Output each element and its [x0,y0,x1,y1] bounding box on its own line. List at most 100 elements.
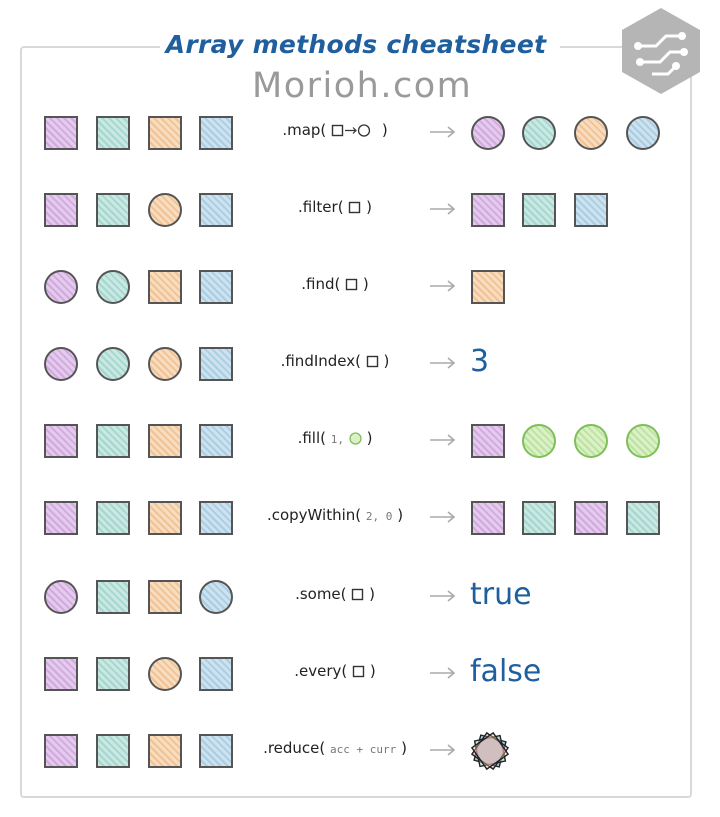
method-close-paren: ) [401,739,407,757]
result-value: true [470,577,532,612]
method-name: .some( [295,585,347,603]
input-circle-icon [148,193,182,227]
input-square-icon [96,657,130,691]
result-square-icon [471,193,505,227]
input-square-icon [96,580,130,614]
input-square-icon [199,193,233,227]
method-label: .find( ) [240,275,430,293]
square-icon [366,355,378,368]
input-circle-icon [44,270,78,304]
method-label: .filter( ) [240,198,430,216]
method-close-paren: ) [369,662,376,680]
method-label: .some( ) [240,585,430,603]
input-circle-icon [148,657,182,691]
result-square-icon [574,501,608,535]
input-square-icon [199,270,233,304]
input-square-icon [44,657,78,691]
input-square-icon [96,501,130,535]
input-square-icon [96,116,130,150]
input-square-icon [199,347,233,381]
input-square-icon [44,116,78,150]
method-label: .findIndex( ) [240,352,430,370]
input-square-icon [44,193,78,227]
input-circle-icon [44,347,78,381]
row-findIndex: .findIndex( )3 [0,334,720,394]
stacked-squares-icon [470,731,510,771]
input-square-icon [199,424,233,458]
result-square-icon [471,270,505,304]
result-square-icon [522,501,556,535]
input-square-icon [148,580,182,614]
square-to-circle-icon [331,124,371,137]
row-copyWithin: .copyWithin( 2, 0 ) [0,488,720,548]
input-circle-icon [96,270,130,304]
method-name: .every( [294,662,348,680]
input-square-icon [199,501,233,535]
method-close-paren: ) [366,198,372,216]
row-reduce: .reduce( acc + curr ) [0,721,720,781]
method-name: .map( [282,121,327,139]
watermark: Morioh.com [252,66,473,106]
input-square-icon [148,734,182,768]
input-square-icon [199,116,233,150]
result-circle-icon [626,424,660,458]
method-args: 1, [330,433,344,446]
method-args: 2, 0 [365,510,393,523]
arrow-right-icon [430,511,456,523]
square-icon [352,665,365,678]
method-name: .filter( [298,198,344,216]
method-label: .fill( 1, ) [240,429,430,447]
method-label: .reduce( acc + curr ) [240,739,430,757]
square-icon [349,201,361,214]
row-find: .find( ) [0,257,720,317]
method-close-paren: ) [397,506,404,524]
arrow-right-icon [430,434,456,446]
arrow-right-icon [430,126,456,138]
input-square-icon [199,657,233,691]
title-background [160,28,560,66]
method-label: .copyWithin( 2, 0 ) [240,506,430,524]
page-title: Array methods cheatsheet [165,30,547,59]
input-circle-icon [148,347,182,381]
input-square-icon [148,424,182,458]
row-map: .map( ) [0,103,720,163]
row-filter: .filter( ) [0,180,720,240]
method-name: .fill( [297,429,326,447]
input-square-icon [96,734,130,768]
result-square-icon [471,424,505,458]
method-close-paren: ) [362,275,369,293]
result-square-icon [522,193,556,227]
result-circle-icon [471,116,505,150]
result-circle-icon [574,116,608,150]
arrow-right-icon [430,590,456,602]
arrow-right-icon [430,357,456,369]
input-square-icon [199,734,233,768]
square-icon [352,588,364,601]
method-name: .findIndex( [280,352,361,370]
circuit-logo-icon [622,8,700,94]
input-square-icon [96,193,130,227]
method-close-paren: ) [381,121,388,139]
method-close-paren: ) [366,429,373,447]
input-circle-icon [96,347,130,381]
row-some: .some( ) true [0,567,720,627]
method-name: .reduce( [263,739,326,757]
method-args: acc + curr [330,743,397,756]
method-name: .copyWithin( [266,506,362,524]
arrow-right-icon [430,744,456,756]
input-circle-icon [44,580,78,614]
result-value: false [470,654,542,689]
method-close-paren: ) [369,585,375,603]
row-fill: .fill( 1, ) [0,411,720,471]
square-icon [345,278,358,291]
result-circle-icon [626,116,660,150]
result-square-icon [574,193,608,227]
input-square-icon [148,501,182,535]
row-every: .every( ) false [0,644,720,704]
method-name: .find( [301,275,341,293]
result-square-icon [471,501,505,535]
result-circle-icon [574,424,608,458]
result-square-icon [626,501,660,535]
input-square-icon [44,424,78,458]
input-square-icon [148,270,182,304]
